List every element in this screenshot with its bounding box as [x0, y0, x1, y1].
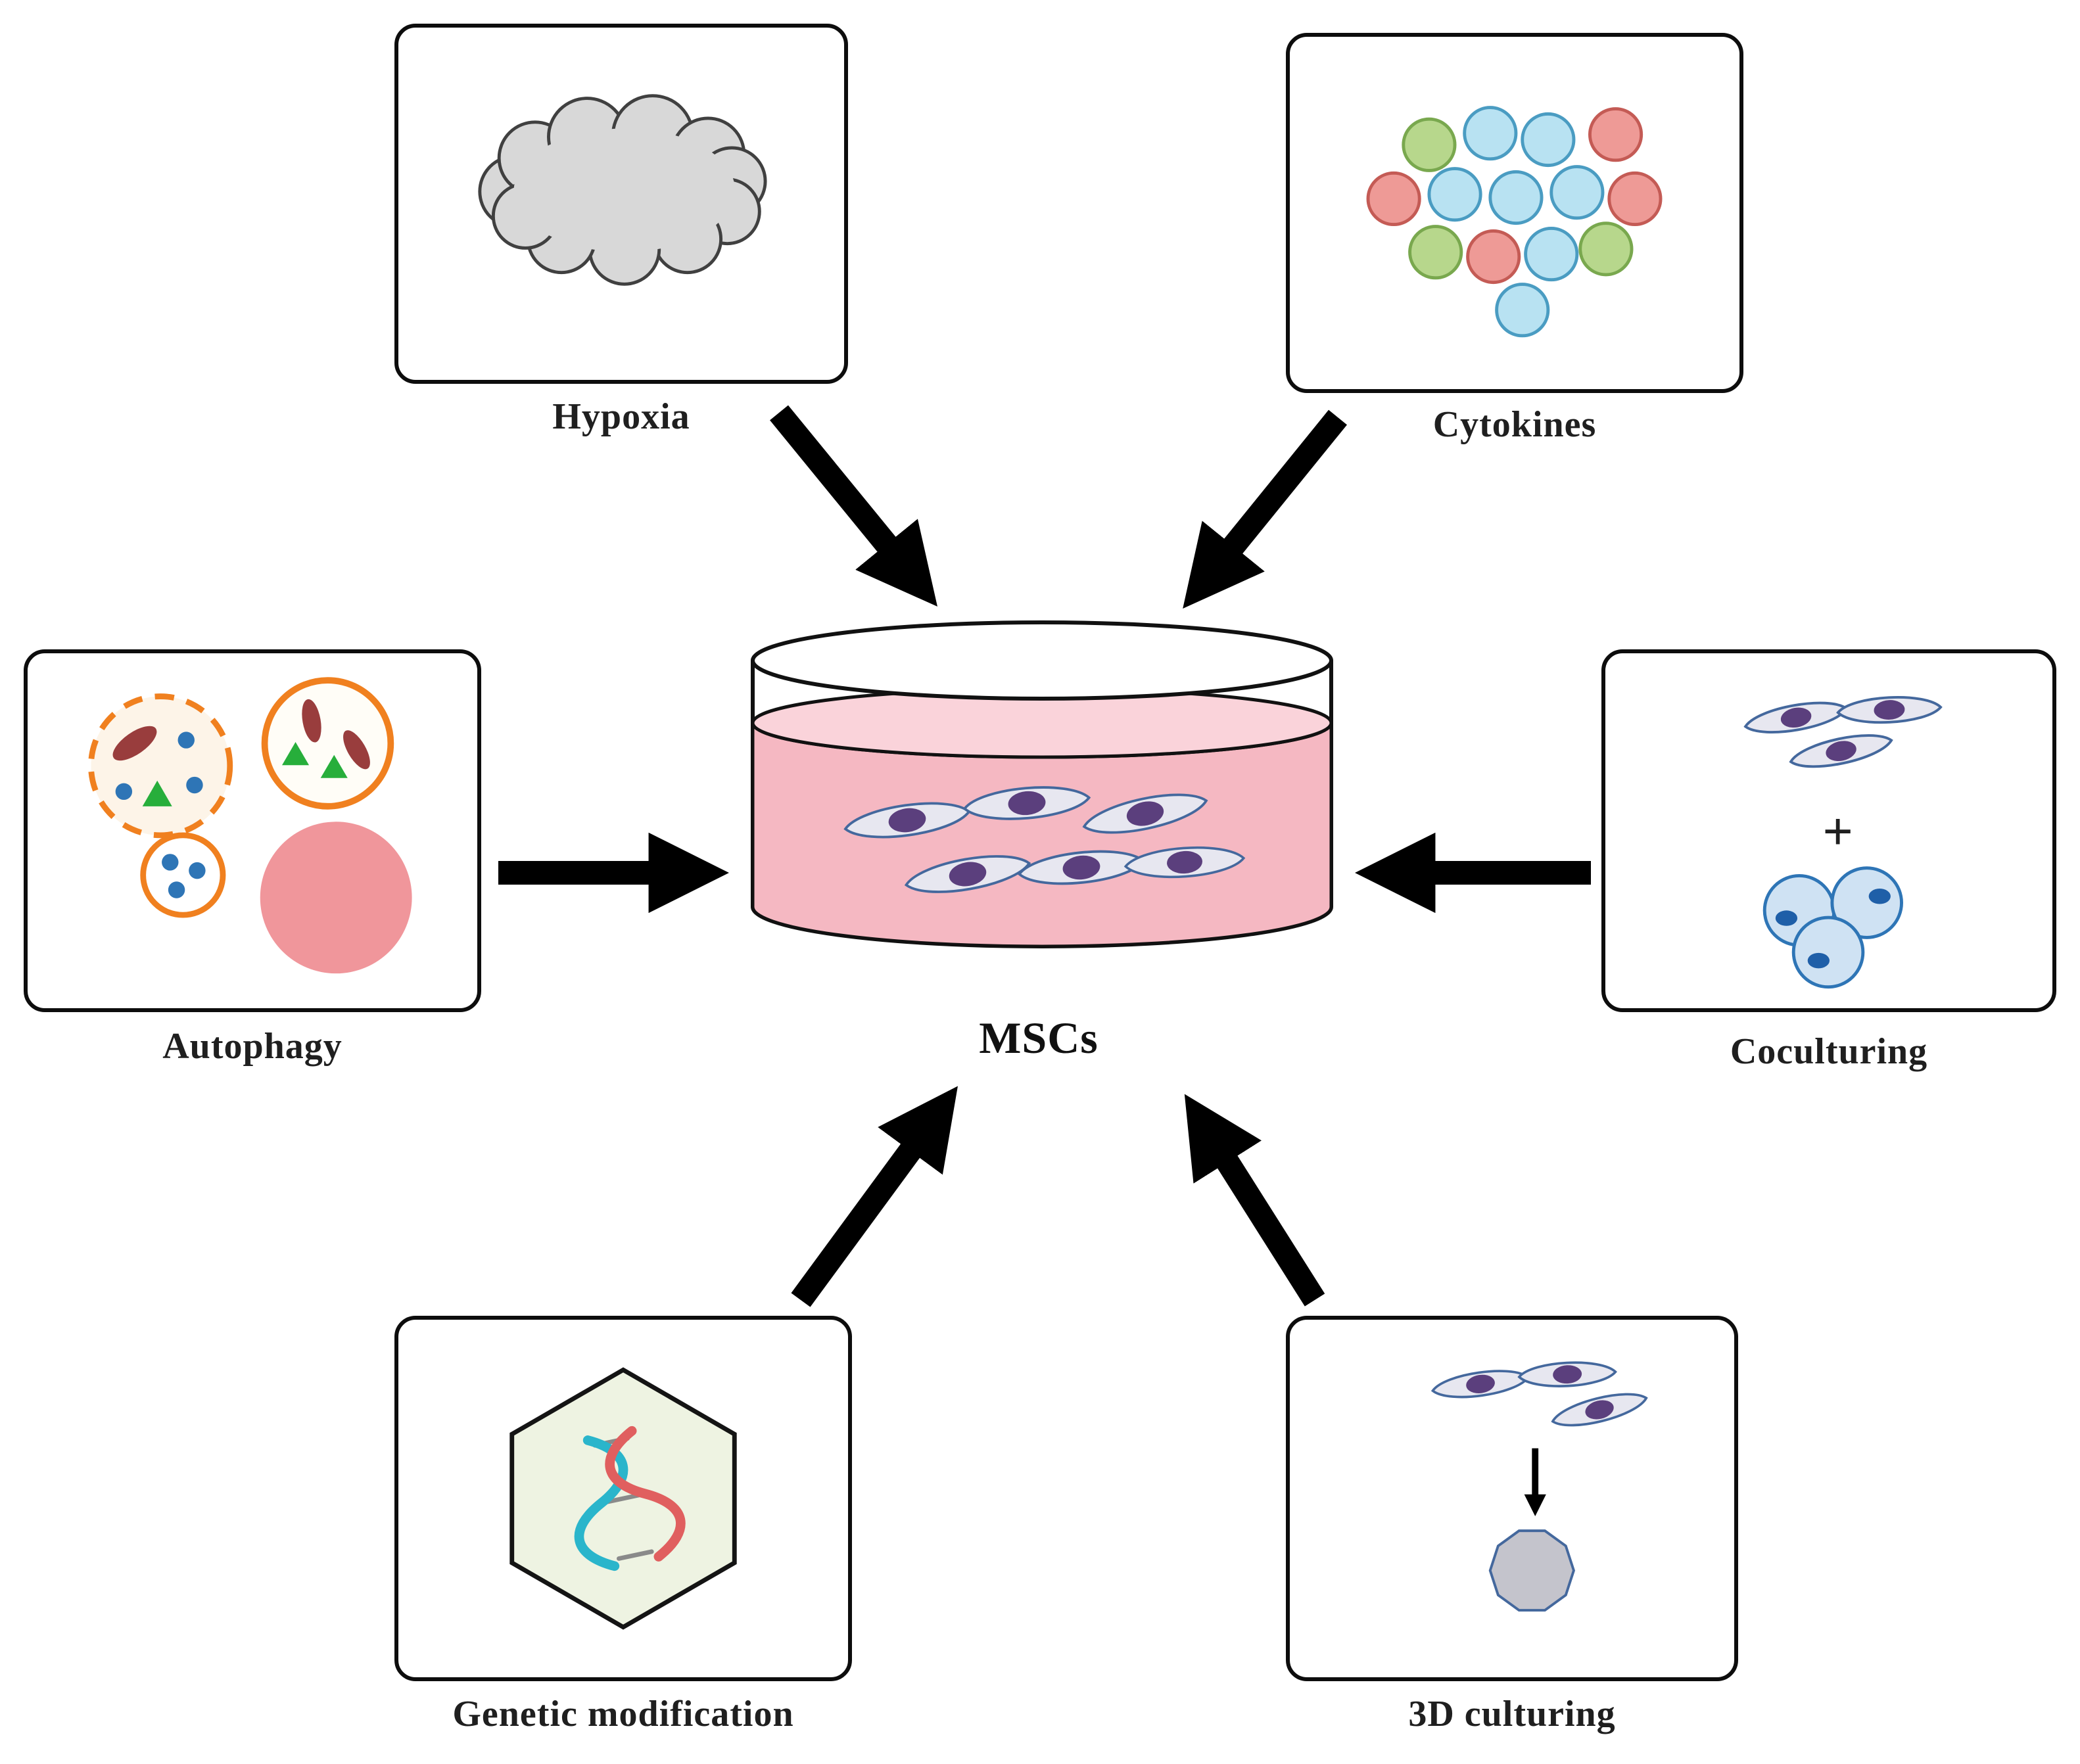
cytokines-card — [1286, 33, 1743, 393]
mscs-label: MSCs — [979, 1013, 1099, 1063]
petri-dish-illustration — [751, 620, 1333, 948]
arrow-3d-to-mscs — [1184, 1094, 1325, 1307]
coculturing-label: Coculturing — [1730, 1031, 1928, 1072]
msc-cell — [1835, 693, 1943, 726]
cytokine-blue-cells — [1427, 106, 1605, 338]
culturing-3d-label: 3D culturing — [1408, 1694, 1616, 1734]
cloud-icon — [478, 94, 767, 286]
cytokines-label: Cytokines — [1432, 404, 1597, 445]
msc-cell — [902, 847, 1033, 901]
msc-cell — [1548, 1385, 1651, 1434]
msc-cell — [841, 795, 973, 845]
arrow-hypoxia-to-mscs — [770, 405, 937, 607]
msc-cell — [1787, 727, 1895, 776]
dna-helix — [574, 1426, 686, 1571]
dna-strand-red — [605, 1426, 686, 1562]
coculturing-card: + — [1601, 649, 2056, 1012]
autophagy-icon — [88, 677, 412, 974]
dashed-vesicle — [88, 693, 233, 839]
cargo-oval — [112, 726, 157, 761]
plus-sign: + — [1822, 801, 1853, 861]
cargo-ovals — [302, 699, 370, 770]
lysosome-circle — [260, 822, 412, 974]
cloud-shape — [478, 94, 767, 286]
genetic-modification-card — [394, 1316, 852, 1681]
autophagy-card — [24, 649, 481, 1012]
cargo-dots — [115, 731, 203, 801]
cargo-triangles — [282, 742, 348, 778]
msc-cell — [1123, 843, 1246, 882]
cargo-triangle — [142, 780, 172, 806]
hypoxia-card — [394, 24, 848, 384]
culturing-3d-card — [1286, 1316, 1738, 1681]
autophagy-label: Autophagy — [162, 1026, 343, 1067]
msc-cell — [1430, 1364, 1532, 1404]
hypoxia-label: Hypoxia — [552, 396, 690, 437]
spheroid — [1488, 1529, 1575, 1612]
cytokine-red-cells — [1366, 107, 1663, 285]
msc-cell — [962, 781, 1092, 825]
arrow-genetic-to-mscs — [791, 1086, 958, 1307]
small-vesicle — [140, 832, 226, 918]
msc-cell — [1016, 845, 1146, 891]
cytokine-green-cells — [1402, 117, 1634, 280]
msc-cells-in-dish — [841, 781, 1246, 901]
dish-rim — [751, 620, 1333, 701]
msc-cell — [1079, 785, 1211, 843]
round-cells — [1762, 866, 1903, 989]
msc-cell — [1741, 695, 1851, 740]
coculturing-icon: + — [1741, 693, 1943, 989]
dna-hexagon-icon — [509, 1367, 737, 1630]
solid-vesicle — [261, 677, 394, 810]
cytokines-icon — [1366, 106, 1663, 338]
3d-culturing-icon — [1430, 1358, 1651, 1612]
genetic-modification-label: Genetic modification — [452, 1694, 794, 1734]
msc-cell — [1517, 1358, 1618, 1390]
